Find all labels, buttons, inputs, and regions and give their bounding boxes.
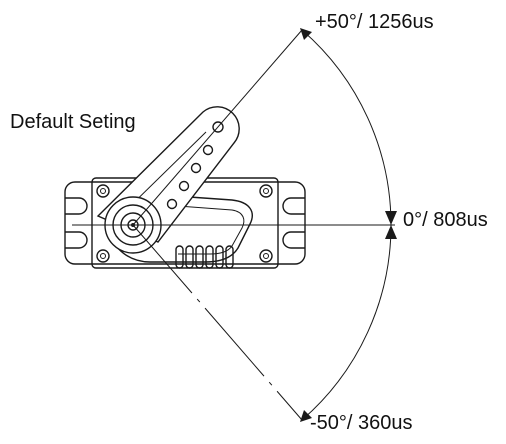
arrow-mid-up <box>385 225 397 239</box>
reference-lines <box>72 29 395 421</box>
vent-ribs <box>175 245 234 269</box>
arrow-top <box>300 28 312 40</box>
label-zero: 0°/ 808us <box>403 209 488 231</box>
diagram-title: Default Seting <box>10 111 136 133</box>
arrow-mid-down <box>385 211 397 225</box>
label-minus-50: -50°/ 360us <box>310 412 413 434</box>
label-plus-50: +50°/ 1256us <box>315 11 434 33</box>
sweep-arc <box>300 28 397 422</box>
arrow-bottom <box>300 410 312 422</box>
